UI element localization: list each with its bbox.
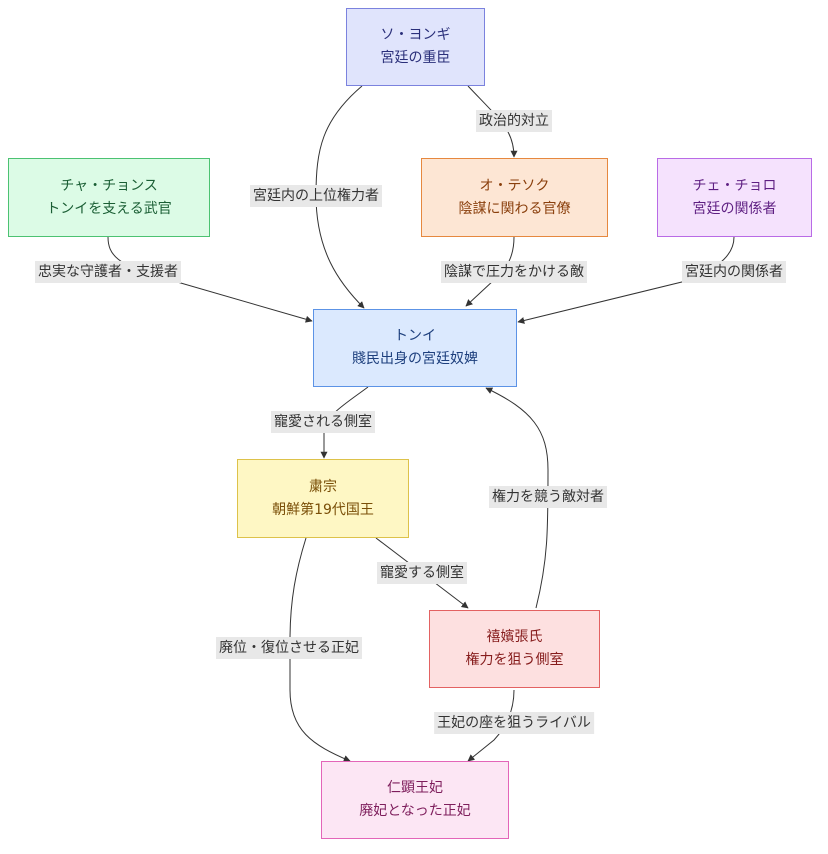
node-tongi-name: トンイ bbox=[394, 328, 436, 344]
node-so-yongi-name: ソ・ヨンギ bbox=[380, 27, 451, 43]
edge-label-jang-tongi: 権力を競う敵対者 bbox=[489, 486, 607, 508]
node-inhyeon: 仁顕王妃 廃妃となった正妃 bbox=[321, 761, 509, 839]
node-inhyeon-name: 仁顕王妃 bbox=[387, 780, 443, 796]
node-cha-chonsu-role: トンイを支える武官 bbox=[46, 200, 172, 217]
node-oh-teseok: オ・テソク 陰謀に関わる官僚 bbox=[421, 158, 608, 237]
node-so-yongi-role: 宮廷の重臣 bbox=[380, 50, 451, 66]
node-cha-chonsu: チャ・チョンス トンイを支える武官 bbox=[8, 158, 210, 237]
edge-label-so-oh: 政治的対立 bbox=[476, 110, 552, 132]
node-so-yongi: ソ・ヨンギ 宮廷の重臣 bbox=[346, 8, 485, 86]
edge-label-sukjong-inhyeon: 廃位・復位させる正妃 bbox=[216, 637, 362, 659]
edge-label-sukjong-jang: 寵愛する側室 bbox=[377, 562, 467, 584]
node-jang-role: 権力を狙う側室 bbox=[465, 652, 564, 668]
node-tongi: トンイ 賤民出身の宮廷奴婢 bbox=[313, 309, 517, 387]
node-sukjong: 粛宗 朝鮮第19代国王 bbox=[237, 459, 409, 538]
node-chae-choro-role: 宮廷の関係者 bbox=[692, 200, 777, 217]
edge-jang-tongi bbox=[485, 387, 549, 609]
node-cha-chonsu-name: チャ・チョンス bbox=[60, 177, 158, 194]
node-chae-choro: チェ・チョロ 宮廷の関係者 bbox=[657, 158, 812, 237]
edge-label-jang-inhyeon: 王妃の座を狙うライバル bbox=[434, 712, 594, 734]
node-oh-teseok-role: 陰謀に関わる官僚 bbox=[458, 200, 571, 217]
node-jang-name: 禧嬪張氏 bbox=[486, 629, 543, 645]
edge-label-cha-tongi: 忠実な守護者・支援者 bbox=[35, 261, 181, 283]
node-tongi-role: 賤民出身の宮廷奴婢 bbox=[352, 351, 478, 367]
node-oh-teseok-name: オ・テソク bbox=[479, 177, 550, 194]
edge-sukjong-inhyeon bbox=[289, 537, 351, 762]
node-chae-choro-name: チェ・チョロ bbox=[692, 177, 777, 194]
edge-label-tongi-sukjong: 寵愛される側室 bbox=[271, 411, 375, 433]
node-sukjong-role: 朝鮮第19代国王 bbox=[272, 501, 374, 518]
edge-label-chae-tongi: 宮廷内の関係者 bbox=[682, 261, 786, 283]
edge-label-oh-tongi: 陰謀で圧力をかける敵 bbox=[441, 261, 587, 283]
edge-label-so-tongi: 宮廷内の上位権力者 bbox=[250, 185, 382, 207]
node-jang: 禧嬪張氏 権力を狙う側室 bbox=[429, 610, 600, 688]
node-sukjong-name: 粛宗 bbox=[309, 478, 337, 495]
node-inhyeon-role: 廃妃となった正妃 bbox=[359, 803, 471, 819]
